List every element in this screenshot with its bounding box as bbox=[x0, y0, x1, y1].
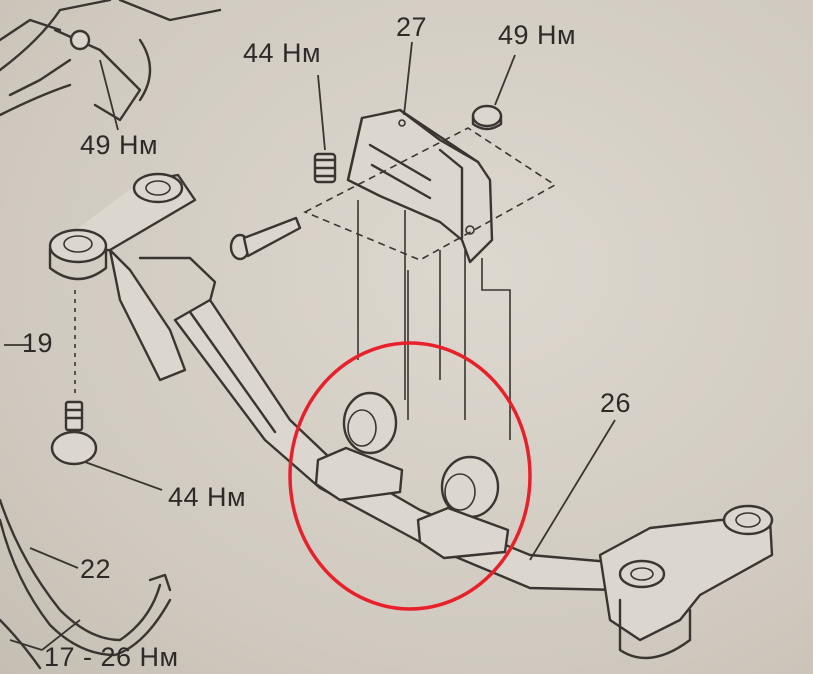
long-bolt bbox=[229, 216, 302, 261]
part-label-26: 26 bbox=[600, 388, 632, 418]
part-label-22: 22 bbox=[80, 554, 112, 584]
guide-lines bbox=[357, 200, 511, 440]
part-label-27: 27 bbox=[396, 12, 428, 42]
mount-upper-left bbox=[48, 172, 217, 382]
torque-label-44-bottom: 44 Нм bbox=[168, 482, 247, 512]
part-label-19: 19 bbox=[22, 328, 54, 358]
mount-right bbox=[598, 504, 774, 660]
engine-fragment bbox=[0, 0, 222, 122]
bracket-27 bbox=[346, 108, 494, 264]
bolt-44-top bbox=[313, 152, 337, 184]
strap-22 bbox=[0, 498, 172, 670]
leader-lines bbox=[4, 41, 616, 651]
highlight-circle bbox=[288, 341, 532, 611]
torque-label-17-26: 17 - 26 Нм bbox=[44, 642, 179, 672]
circled-bushing-right bbox=[416, 455, 510, 560]
bracket-outline-dashed bbox=[303, 127, 557, 261]
torque-label-49-top-right: 49 Нм bbox=[498, 20, 577, 50]
nut-49-top-right bbox=[471, 104, 503, 131]
torque-label-44-top: 44 Нм bbox=[243, 38, 322, 68]
bolt-44-bottom bbox=[50, 290, 98, 466]
torque-label-49-top-left: 49 Нм bbox=[80, 130, 159, 160]
circled-bushing-left bbox=[314, 391, 404, 502]
